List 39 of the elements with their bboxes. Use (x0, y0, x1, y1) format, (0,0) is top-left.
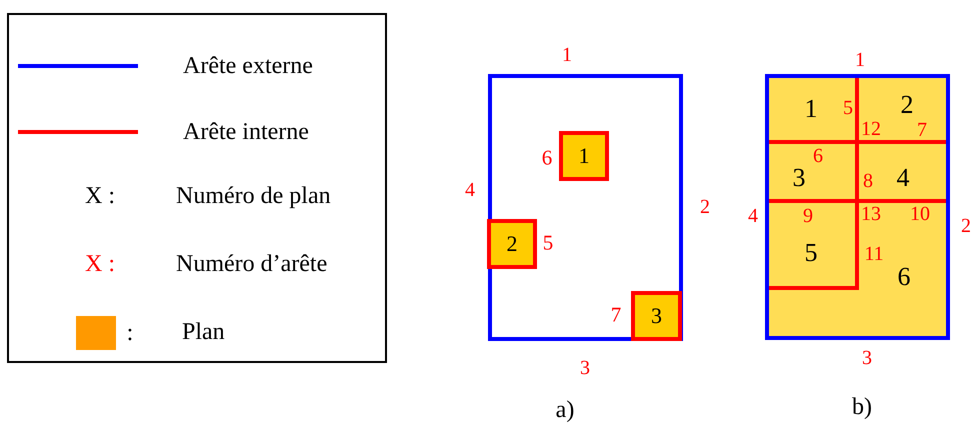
edge-number: 11 (864, 244, 884, 264)
edge-number: 7 (610, 304, 622, 326)
edge-number: 12 (861, 119, 881, 139)
legend-symbol: X : (85, 252, 115, 276)
legend-separator: : (126, 321, 134, 345)
legend-text: Numéro de plan (176, 184, 331, 208)
edge-number: 6 (542, 148, 552, 168)
edge-number: 10 (910, 204, 930, 224)
edge-number: 3 (862, 348, 872, 368)
plan-number: 2 (900, 92, 914, 118)
legend-symbol: X : (85, 184, 115, 208)
legend-text: Numéro d’arête (176, 252, 328, 276)
plan-number: 1 (804, 96, 818, 122)
plan-number: 6 (898, 264, 910, 290)
edge-number: 2 (700, 197, 710, 217)
plan-square: 1 (559, 131, 609, 181)
edge-number: 8 (863, 171, 873, 191)
edge-number: 4 (465, 180, 475, 200)
plan-number: 3 (792, 165, 806, 191)
plan-square: 3 (631, 291, 682, 341)
edge-number: 9 (803, 206, 813, 226)
figure-caption: a) (556, 398, 574, 422)
edge-number: 5 (542, 232, 554, 254)
figure-caption: b) (852, 395, 872, 419)
legend-text: Arête externe (183, 54, 313, 78)
legend-text: Arête interne (183, 120, 309, 144)
edge-number: 1 (562, 45, 572, 65)
edge-number: 3 (580, 358, 590, 378)
plan-number: 4 (896, 165, 910, 191)
legend-text: Plan (182, 320, 225, 344)
edge-number: 2 (961, 216, 971, 236)
edge-number: 1 (855, 50, 865, 70)
edge-number: 6 (813, 146, 823, 166)
plan-square: 2 (487, 219, 537, 269)
plan-number: 5 (804, 240, 818, 266)
edge-number: 5 (843, 98, 853, 118)
edge-number: 13 (861, 204, 881, 224)
edge-number: 7 (917, 120, 927, 140)
edge-number: 4 (748, 206, 758, 226)
